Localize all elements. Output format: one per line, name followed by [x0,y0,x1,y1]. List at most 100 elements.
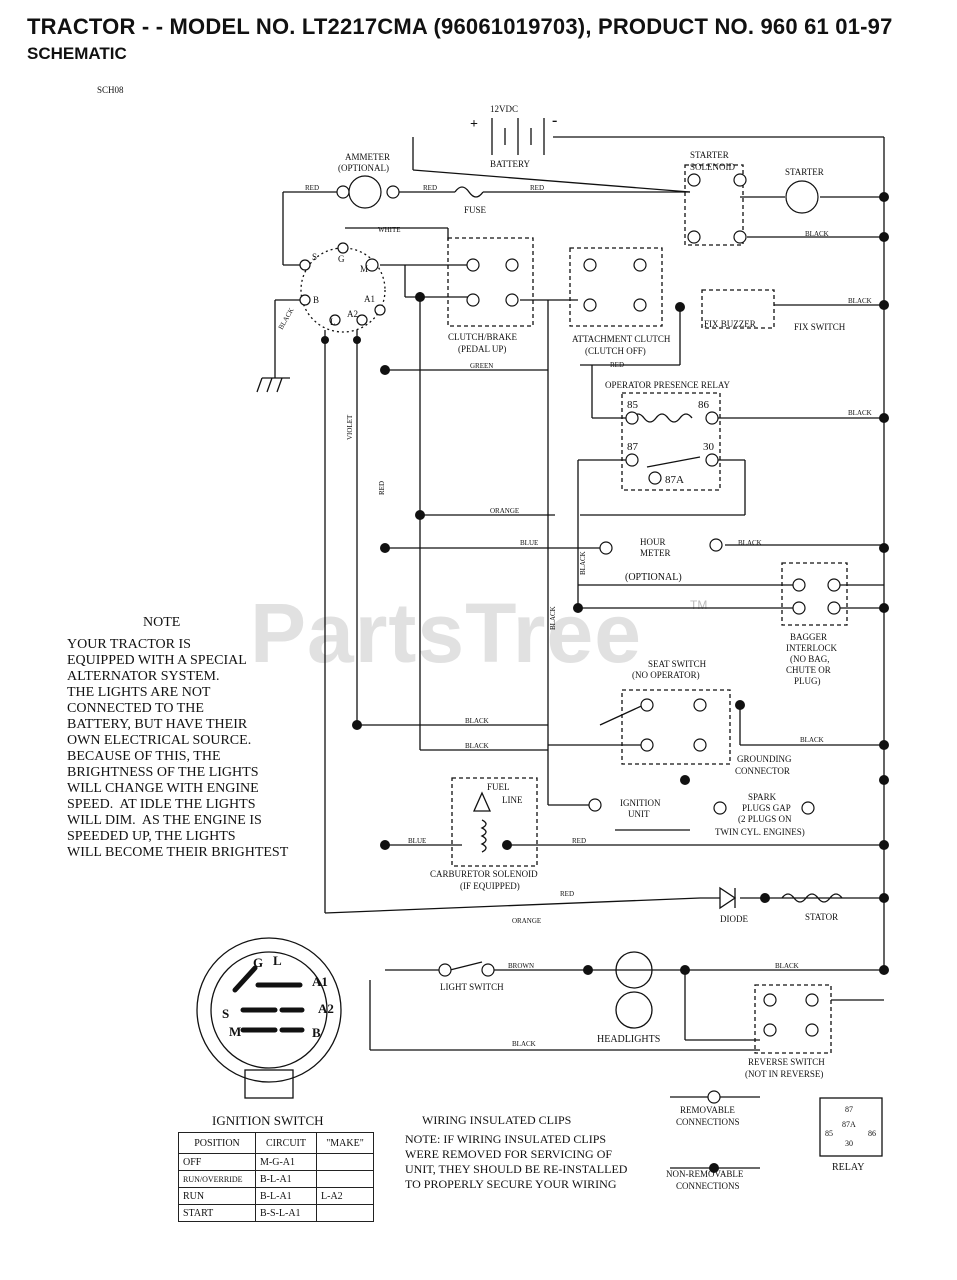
table-cell [316,1153,374,1171]
page-subtitle: SCHEMATIC [27,44,127,63]
attachment-clutch-label-2: (CLUTCH OFF) [585,346,646,356]
spark-label-2: PLUGS GAP [742,803,791,813]
relay-legend-87: 87 [845,1105,853,1114]
table-header-cell: POSITION [178,1132,256,1154]
ignition-unit-label-2: UNIT [628,809,650,819]
table-cell [316,1170,374,1188]
table-cell: B-S-L-A1 [255,1204,317,1222]
fix-switch-label: FIX SWITCH [794,322,846,332]
attachment-clutch-label-1: ATTACHMENT CLUTCH [572,334,671,344]
wire-brown-label: BROWN [508,962,534,970]
wire-violet-label: VIOLET [346,414,354,440]
table-header-cell: "MAKE" [316,1132,374,1154]
ign-pin-m: M [229,1024,241,1039]
hour-meter-optional-label: (OPTIONAL) [625,572,682,583]
table-header-row: POSITION CIRCUIT "MAKE" [178,1132,374,1154]
diode-label: DIODE [720,914,748,924]
small-ign-pin-a2: A2 [347,309,358,319]
wire-red-label-7: RED [378,481,386,495]
wire-red-label-3: RED [530,184,544,192]
wire-black-label-8: BLACK [775,962,799,970]
bagger-label-3: (NO BAG, [790,654,830,664]
ign-pin-a1: A1 [312,974,328,989]
starter-solenoid-label-2: SOLENOID [690,162,735,172]
seat-switch-label-2: (NO OPERATOR) [632,670,700,680]
nonremovable-label-2: CONNECTIONS [676,1181,740,1191]
grounding-label-2: CONNECTOR [735,766,790,776]
relay-legend-30: 30 [845,1139,853,1148]
relay-legend-label: RELAY [832,1162,864,1173]
bagger-label-1: BAGGER [790,632,827,642]
wire-orange-label-2: ORANGE [512,917,541,925]
note-body: YOUR TRACTOR IS EQUIPPED WITH A SPECIAL … [67,637,289,860]
relay-30-label: 30 [703,441,715,453]
wire-black-label-11: BLACK [579,551,587,575]
wire-orange-label-1: ORANGE [490,507,519,515]
table-row: RUN B-L-A1 L-A2 [178,1187,374,1205]
clutch-brake-label-1: CLUTCH/BRAKE [448,332,518,342]
relay-legend-86: 86 [868,1129,876,1138]
battery-minus-label: - [552,112,557,129]
ign-pin-l: L [273,953,282,968]
ign-pin-a2: A2 [318,1001,334,1016]
operator-relay-label: OPERATOR PRESENCE RELAY [605,380,731,390]
fuel-label-1: FUEL [487,782,510,792]
wire-red-label-1: RED [305,184,319,192]
nonremovable-label-1: NON-REMOVABLE [666,1169,744,1179]
small-ign-pin-l: L [330,317,336,327]
ign-pin-s: S [222,1006,229,1021]
relay-86-label: 86 [698,399,710,411]
table-cell [316,1204,374,1222]
wire-black-label-7: BLACK [800,736,824,744]
wire-blue-label: BLUE [520,539,538,547]
reverse-switch-label-2: (NOT IN REVERSE) [745,1069,823,1079]
wire-white-label: WHITE [378,226,401,234]
table-cell: L-A2 [316,1187,374,1205]
wire-black-label-6: BLACK [465,742,489,750]
wire-red-label-2: RED [423,184,437,192]
ammeter-optional-label: (OPTIONAL) [338,163,389,173]
wire-red-label-5: RED [572,837,586,845]
page-title: TRACTOR - - MODEL NO. LT2217CMA (9606101… [27,14,893,39]
spark-label-4: TWIN CYL. ENGINES) [715,827,805,837]
fuse-label: FUSE [464,205,487,215]
spark-label-1: SPARK [748,792,777,802]
wire-black-label-12: BLACK [277,306,296,331]
small-ign-pin-a1: A1 [364,294,375,304]
ign-pin-b: B [312,1025,321,1040]
ignition-switch-table: POSITION CIRCUIT "MAKE" OFF M-G-A1 RUN/O… [178,1132,374,1222]
wire-red-label-4: RED [610,361,624,369]
bagger-label-4: CHUTE OR [786,665,831,675]
seat-switch-label-1: SEAT SWITCH [648,659,707,669]
fix-buzzer-label: FIX BUZZER [704,319,756,329]
hour-meter-label-1: HOUR [640,537,666,547]
table-cell: M-G-A1 [255,1153,317,1171]
table-row: START B-S-L-A1 [178,1204,374,1222]
removable-label-1: REMOVABLE [680,1105,735,1115]
table-cell: RUN [178,1187,256,1205]
diagram-code: SCH08 [97,85,124,95]
stator-label: STATOR [805,912,838,922]
watermark: PartsTree [250,586,642,680]
table-row: RUN/OVERRIDE B-L-A1 [178,1170,374,1188]
relay-legend-87a: 87A [842,1120,856,1129]
battery-plus-label: + [470,117,478,132]
table-cell: RUN/OVERRIDE [178,1170,256,1188]
table-header-cell: CIRCUIT [255,1132,317,1154]
battery-voltage-label: 12VDC [490,104,518,114]
battery-label: BATTERY [490,159,531,169]
wire-blue-label-2: BLUE [408,837,426,845]
light-switch-label: LIGHT SWITCH [440,982,504,992]
table-cell: B-L-A1 [255,1187,317,1205]
wire-black-label-9: BLACK [512,1040,536,1048]
small-ign-pin-b: B [313,295,319,305]
wire-black-label-2: BLACK [848,297,872,305]
wire-black-label-3: BLACK [848,409,872,417]
headlights-label: HEADLIGHTS [597,1034,660,1045]
fuel-label-2: LINE [502,795,523,805]
bagger-label-2: INTERLOCK [786,643,837,653]
wire-red-label-6: RED [560,890,574,898]
wire-black-label-5: BLACK [465,717,489,725]
clips-note: NOTE: IF WIRING INSULATED CLIPS WERE REM… [405,1132,628,1191]
